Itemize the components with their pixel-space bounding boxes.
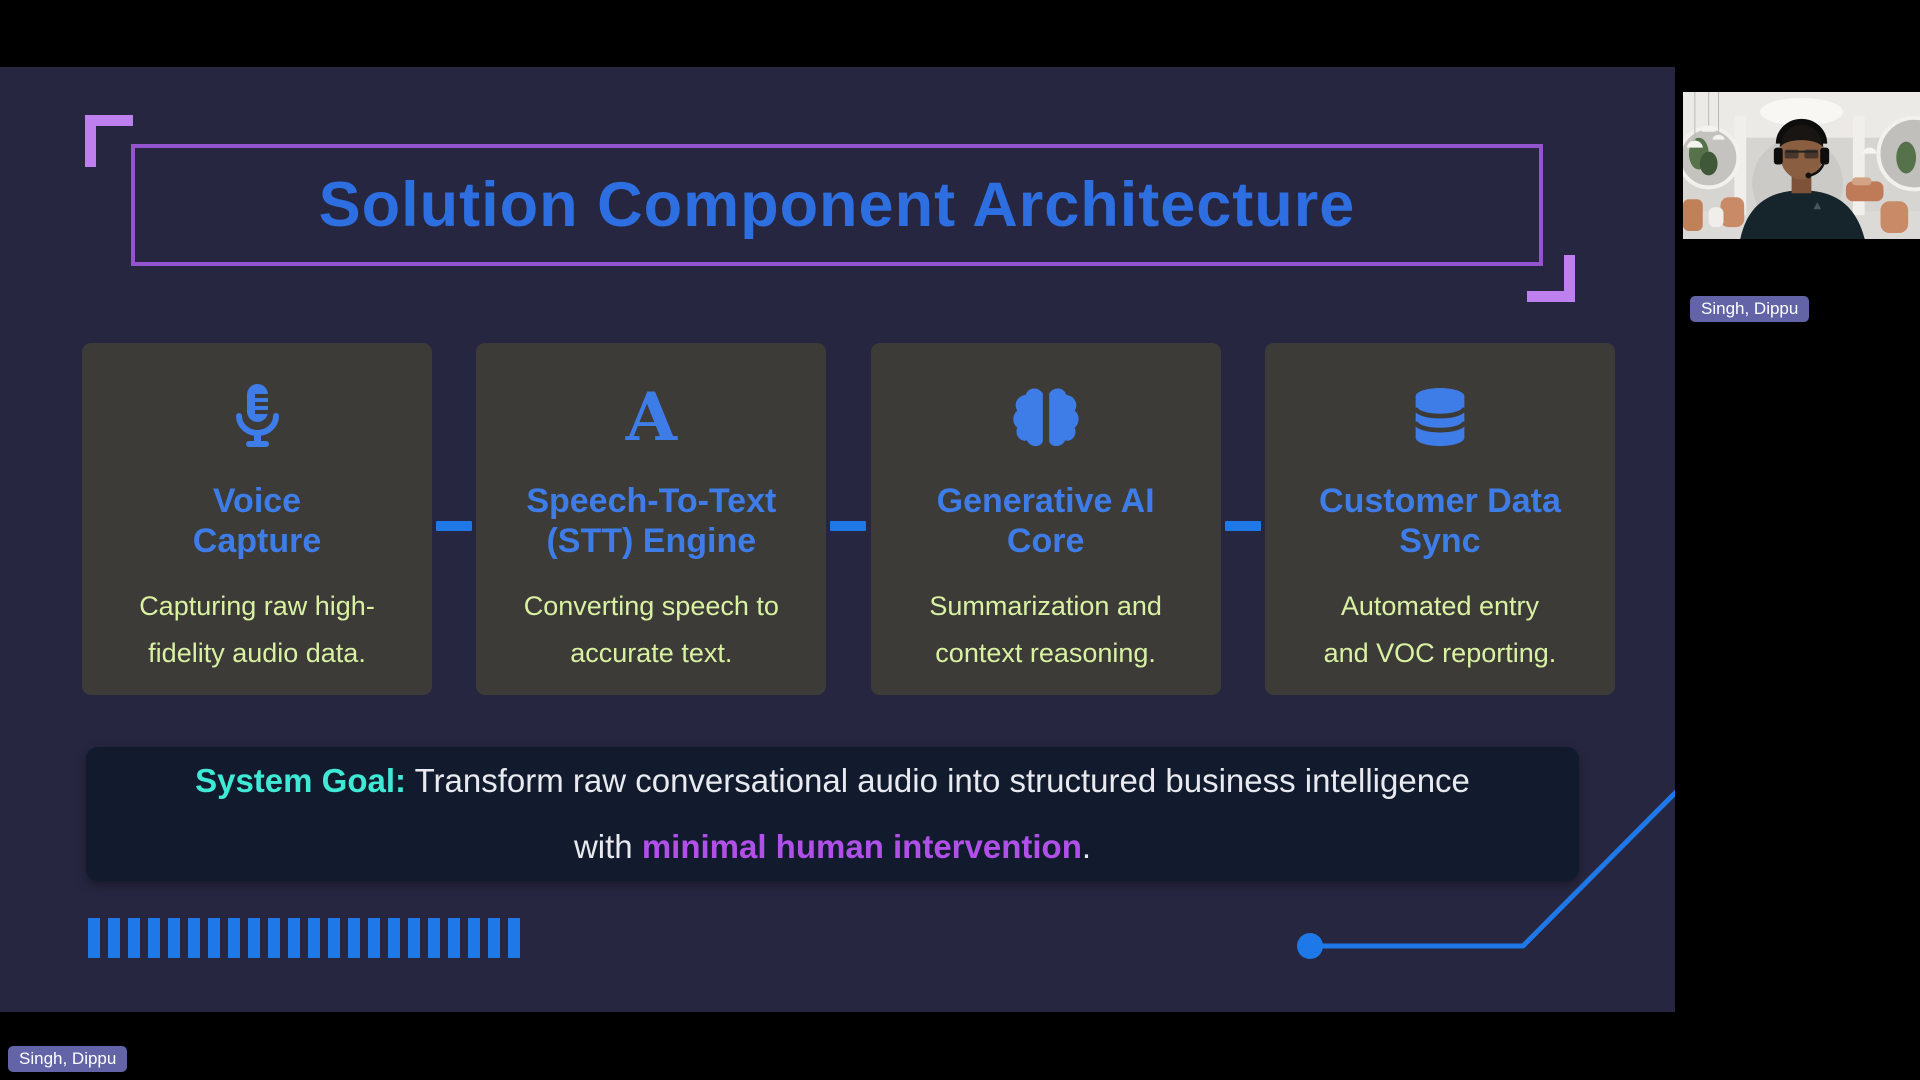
equalizer-bar-icon [148, 918, 160, 958]
equalizer-bar-icon [348, 918, 360, 958]
card-stt-engine: A Speech-To-Text (STT) Engine Converting… [476, 343, 827, 695]
card-generative-ai-core: Generative AI Core Summarization and con… [870, 343, 1221, 695]
connector-dash-icon [436, 521, 473, 531]
equalizer-bar-icon [428, 918, 440, 958]
brain-icon [871, 377, 1221, 457]
equalizer-bar-icon [128, 918, 140, 958]
goal-label: System Goal: [195, 762, 407, 799]
card-title: Customer Data Sync [1319, 482, 1561, 560]
microphone-icon [82, 377, 432, 457]
equalizer-bar-icon [328, 918, 340, 958]
title-frame: Solution Component Architecture [131, 144, 1543, 266]
equalizer-bars [88, 918, 520, 958]
component-cards-row: Voice Capture Capturing raw high- fideli… [82, 343, 1615, 695]
card-description: Automated entry and VOC reporting. [1323, 591, 1557, 668]
equalizer-bar-icon [268, 918, 280, 958]
equalizer-bar-icon [408, 918, 420, 958]
presentation-slide: Solution Component Architecture Voice Ca… [0, 67, 1675, 1012]
equalizer-bar-icon [448, 918, 460, 958]
card-description: Summarization and context reasoning. [929, 591, 1162, 668]
equalizer-bar-icon [308, 918, 320, 958]
video-name-tag: Singh, Dippu [1690, 296, 1810, 322]
card-description: Capturing raw high- fidelity audio data. [139, 591, 375, 668]
equalizer-bar-icon [248, 918, 260, 958]
card-title: Voice Capture [192, 482, 322, 560]
card-voice-capture: Voice Capture Capturing raw high- fideli… [82, 343, 432, 695]
system-goal-banner: System Goal: Transform raw conversationa… [86, 747, 1579, 881]
equalizer-bar-icon [488, 918, 500, 958]
equalizer-bar-icon [288, 918, 300, 958]
card-title: Speech-To-Text (STT) Engine [526, 482, 777, 560]
card-customer-data-sync: Customer Data Sync Automated entry and V… [1264, 343, 1615, 695]
goal-highlight: minimal human intervention [641, 828, 1082, 865]
equalizer-bar-icon [468, 918, 480, 958]
circuit-line-icon [1297, 789, 1675, 959]
equalizer-bar-icon [508, 918, 520, 958]
equalizer-bar-icon [188, 918, 200, 958]
letter-a-icon: A [625, 378, 677, 456]
equalizer-bar-icon [368, 918, 380, 958]
presenter-video[interactable] [1683, 92, 1920, 239]
database-icon [1265, 377, 1615, 457]
equalizer-bar-icon [208, 918, 220, 958]
equalizer-bar-icon [388, 918, 400, 958]
presenter-video-frame [1683, 92, 1920, 239]
equalizer-bar-icon [168, 918, 180, 958]
equalizer-bar-icon [108, 918, 120, 958]
connector-dash-icon [830, 521, 867, 531]
goal-line-2: with minimal human intervention. [573, 828, 1092, 865]
slide-title: Solution Component Architecture [318, 170, 1356, 240]
connector-dash-icon [1224, 521, 1261, 531]
card-description: Converting speech to accurate text. [523, 591, 779, 668]
equalizer-bar-icon [228, 918, 240, 958]
self-name-tag: Singh, Dippu [8, 1046, 128, 1072]
goal-line-1: System Goal: Transform raw conversationa… [195, 762, 1470, 799]
equalizer-bar-icon [88, 918, 100, 958]
card-title: Generative AI Core [936, 482, 1155, 560]
